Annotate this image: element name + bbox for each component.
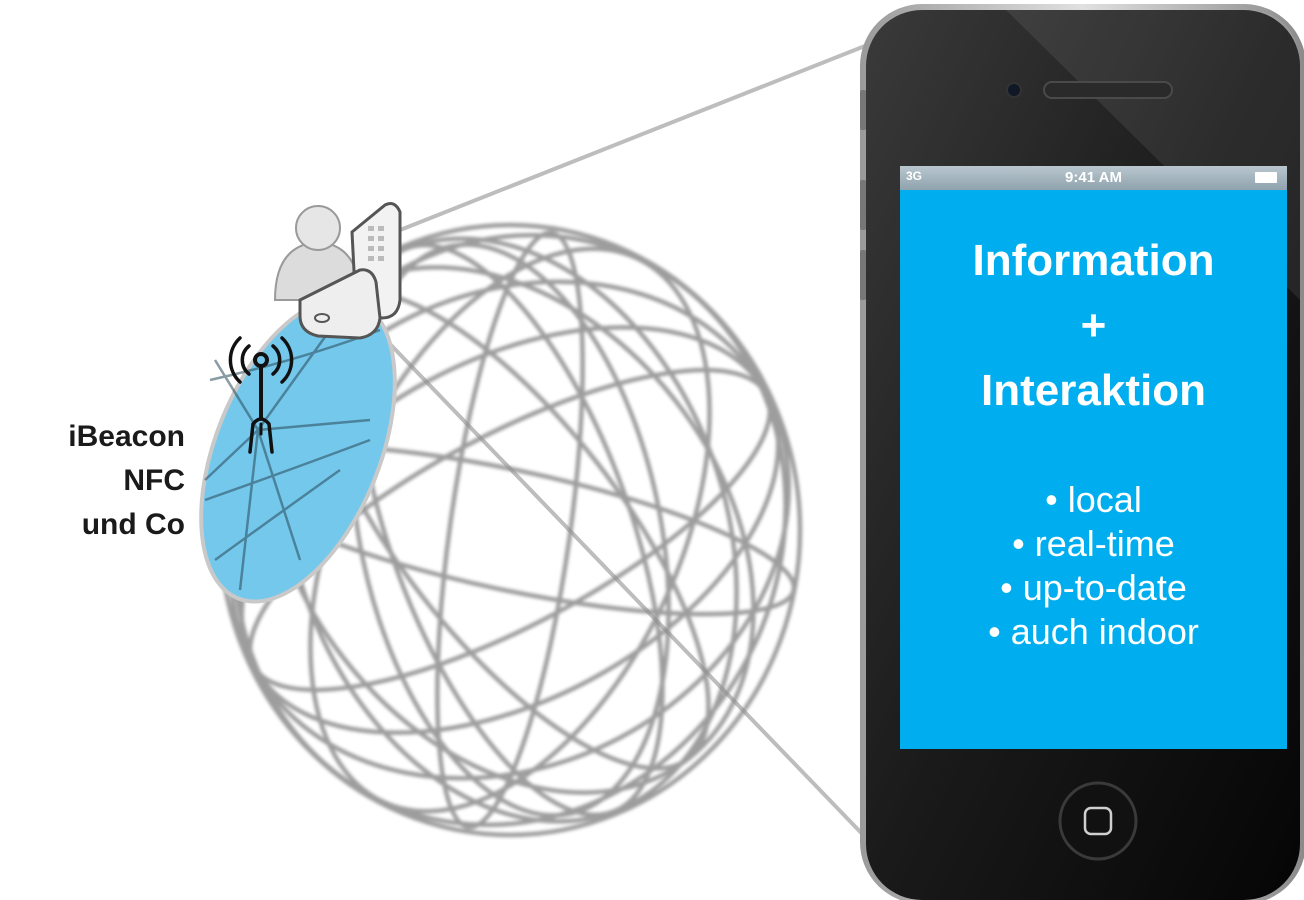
technology-labels: iBeacon NFC und Co xyxy=(10,415,185,547)
feature-item: • local xyxy=(1045,479,1142,520)
connector-line-top xyxy=(384,38,881,238)
screen-heading: Information + Interaktion xyxy=(900,228,1287,423)
status-bar: 3G 9:41 AM xyxy=(900,166,1287,190)
front-camera-icon xyxy=(1006,82,1022,98)
feature-list: • local • real-time • up-to-date • auch … xyxy=(900,478,1287,654)
label-ibeacon: iBeacon xyxy=(68,420,185,453)
home-button-icon[interactable] xyxy=(1058,781,1138,861)
flip-phone-icon xyxy=(298,202,402,340)
speaker-grille xyxy=(1043,81,1173,99)
signal-indicator: 3G xyxy=(906,169,923,183)
battery-icon xyxy=(1255,172,1277,183)
feature-item: • auch indoor xyxy=(988,611,1199,652)
beacon-antenna-icon xyxy=(228,336,294,454)
feature-item: • real-time xyxy=(1012,523,1175,564)
heading-interaktion: Interaktion xyxy=(981,366,1206,415)
status-time: 9:41 AM xyxy=(1065,169,1122,186)
label-und-co: und Co xyxy=(81,508,185,541)
heading-information: Information xyxy=(972,236,1215,285)
label-nfc: NFC xyxy=(123,464,185,497)
heading-plus: + xyxy=(1080,301,1107,350)
feature-item: • up-to-date xyxy=(1000,567,1187,608)
phone-screen: 3G 9:41 AM Information + Interaktion • l… xyxy=(900,166,1287,749)
